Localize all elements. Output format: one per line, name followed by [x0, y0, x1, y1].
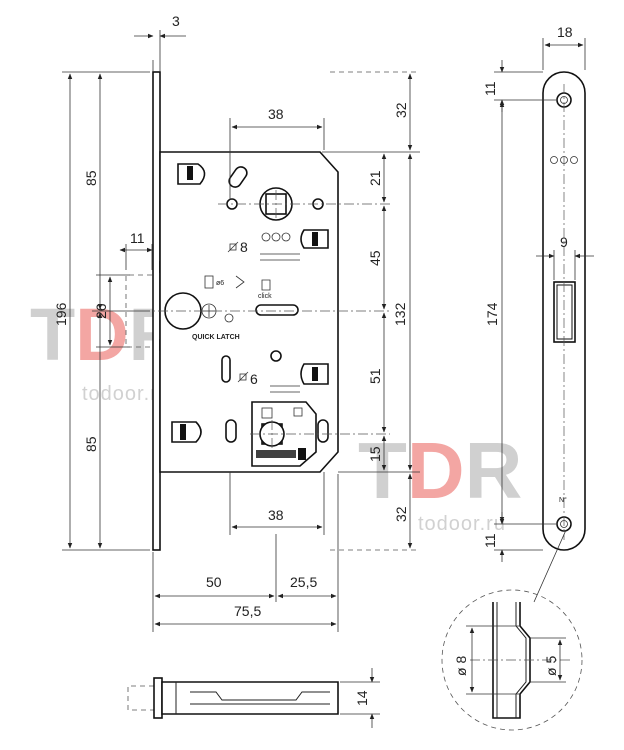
dim-174-label: 174	[484, 302, 500, 326]
bottom-view: 14	[127, 668, 380, 728]
watermark-brand-right: TDR	[358, 426, 522, 515]
dim-dia5-label: ø 5	[543, 656, 559, 676]
dim-right-verticals: 32 132 32 21 45 51 15	[322, 71, 420, 551]
watermark-right: TDR todoor.ru	[358, 426, 522, 535]
dim-horizontal-bottom: 50 25,5 75,5	[152, 474, 339, 632]
dim-left-verticals: 196 85 85 26	[53, 71, 150, 551]
lock-body: 8 ø6 click QUICK LATCH 6	[140, 151, 390, 473]
dim-strike-plate: 18 11 174 11 9	[482, 24, 594, 562]
dim-38-top: 38	[229, 106, 325, 200]
dim-38-bottom: 38	[229, 472, 325, 535]
dim-75-5-label: 75,5	[234, 603, 261, 619]
dim-dia8-label: ø 8	[453, 656, 469, 676]
dim-11-bottom-label: 11	[482, 533, 498, 548]
dim-18-label: 18	[557, 24, 573, 40]
diameter-6-label: ø6	[216, 280, 224, 287]
detail-countersink: ø 8 ø 5	[441, 529, 583, 731]
dim-196-label: 196	[53, 302, 69, 326]
dim-32-top-label: 32	[393, 102, 409, 118]
dim-21-label: 21	[367, 170, 383, 186]
dim-38-top-label: 38	[268, 106, 284, 122]
dim-15-label: 15	[367, 446, 383, 462]
click-label: click	[258, 293, 272, 300]
number-mark-label: N°	[559, 496, 567, 504]
dim-11-latch-label: 11	[130, 230, 145, 246]
dim-11-top-label: 11	[482, 81, 498, 96]
dim-25-5-label: 25,5	[290, 574, 317, 590]
dim-14-label: 14	[354, 690, 370, 706]
quick-latch-label: QUICK LATCH	[192, 334, 240, 341]
dim-51-label: 51	[367, 368, 383, 384]
dim-3-label: 3	[172, 13, 180, 29]
strike-plate: N°	[542, 71, 586, 551]
dim-85-bottom-label: 85	[83, 436, 99, 452]
dim-50-label: 50	[206, 574, 222, 590]
dim-26-label: 26	[93, 303, 109, 319]
dim-85-top-label: 85	[83, 170, 99, 186]
dim-faceplate-thickness: 3	[134, 13, 186, 72]
watermark-site-right: todoor.ru	[418, 513, 506, 535]
dim-32-bottom-label: 32	[393, 506, 409, 522]
watermark-site-left: todoor.ru	[82, 383, 170, 405]
dim-38-bottom-label: 38	[268, 507, 284, 523]
square-6-label: 6	[250, 371, 258, 387]
dim-132-label: 132	[392, 302, 408, 326]
dim-45-label: 45	[367, 250, 383, 266]
square-8-label: 8	[240, 239, 248, 255]
dim-9-label: 9	[560, 234, 568, 250]
slot-top-left	[187, 166, 193, 180]
